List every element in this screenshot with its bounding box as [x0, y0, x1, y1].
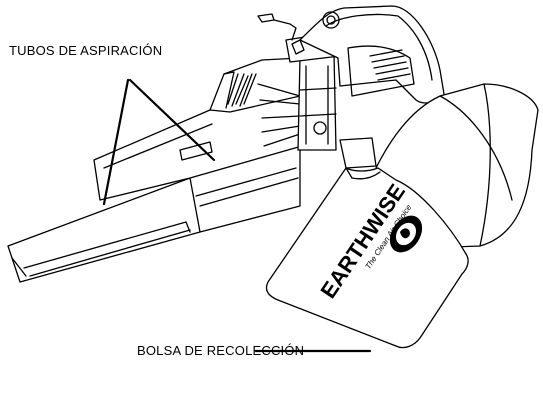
motor-housing	[257, 5, 445, 169]
bag-label: BOLSA DE RECOLECCIÓN	[137, 343, 305, 358]
tubes-label: TUBOS DE ASPIRACIÓN	[9, 43, 163, 58]
globe-icon	[389, 215, 423, 253]
leader-lines	[102, 78, 372, 353]
vacuum-tubes	[7, 57, 303, 283]
tubes-leader-left	[102, 78, 130, 206]
tubes-leader-right	[128, 78, 216, 162]
collection-bag	[265, 83, 539, 349]
